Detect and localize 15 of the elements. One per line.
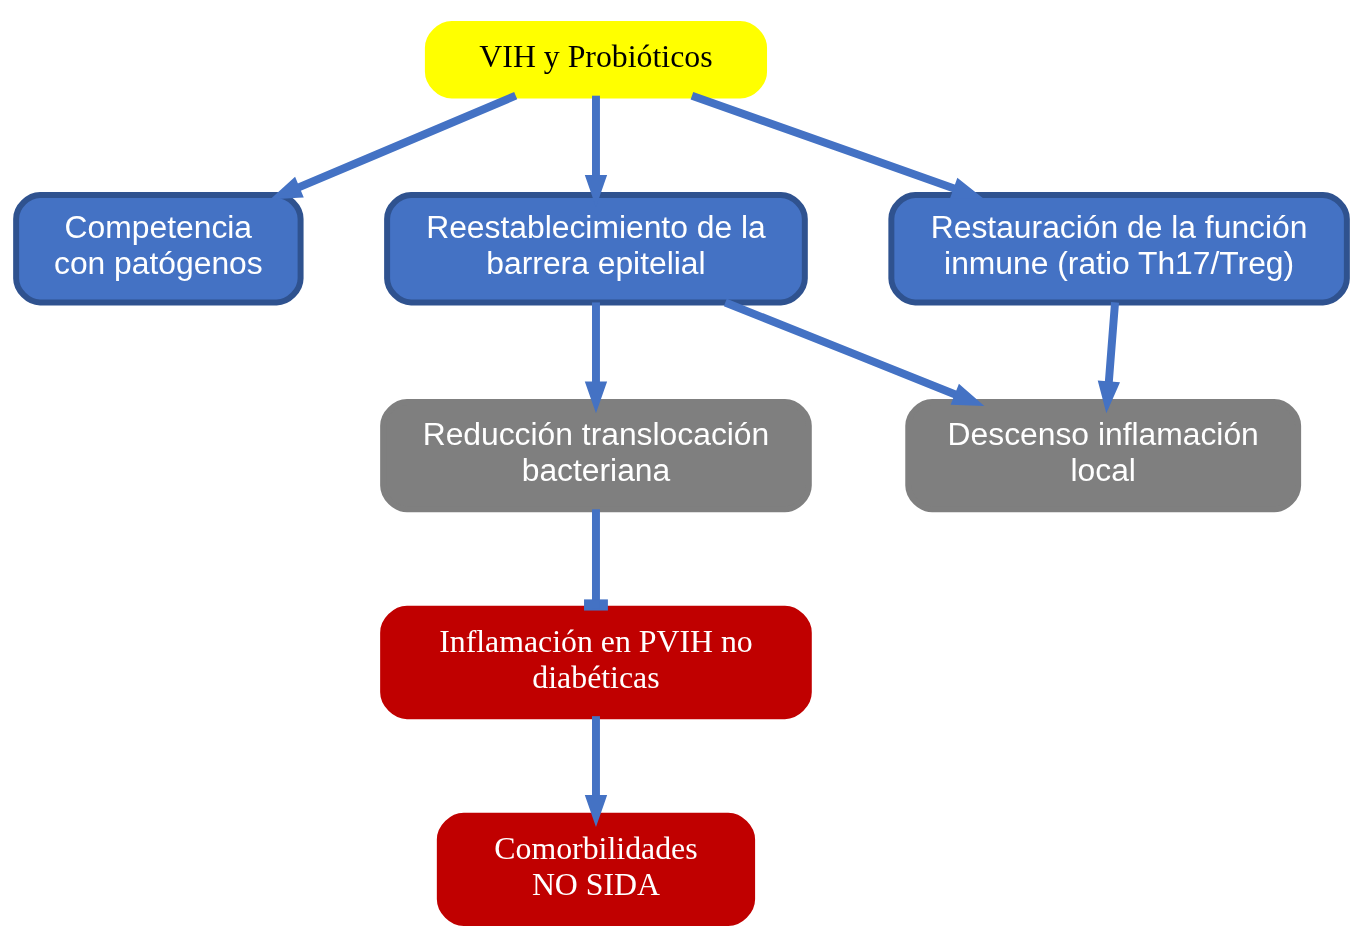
arrow	[584, 302, 608, 414]
node-box: VIH y Probióticos	[424, 20, 768, 99]
node-box: Inflamación en PVIH no diabéticas	[380, 605, 812, 720]
node-box: Reducción translocación bacteriana	[380, 398, 812, 513]
node-box: Restauración de la función inmune (ratio Th17/Treg)	[888, 192, 1350, 306]
arrow	[723, 298, 985, 407]
arrow	[270, 92, 518, 200]
node-box: Descenso inflamación local	[905, 398, 1302, 513]
arrow	[584, 716, 608, 828]
connector	[584, 509, 608, 611]
node-box: Competencia con patógenos	[13, 192, 304, 306]
node-box: Comorbilidades NO SIDA	[436, 812, 756, 927]
arrow	[690, 91, 984, 199]
arrow	[1097, 302, 1120, 414]
node-box: Reestablecimiento de la barrera epitelial	[384, 192, 808, 306]
